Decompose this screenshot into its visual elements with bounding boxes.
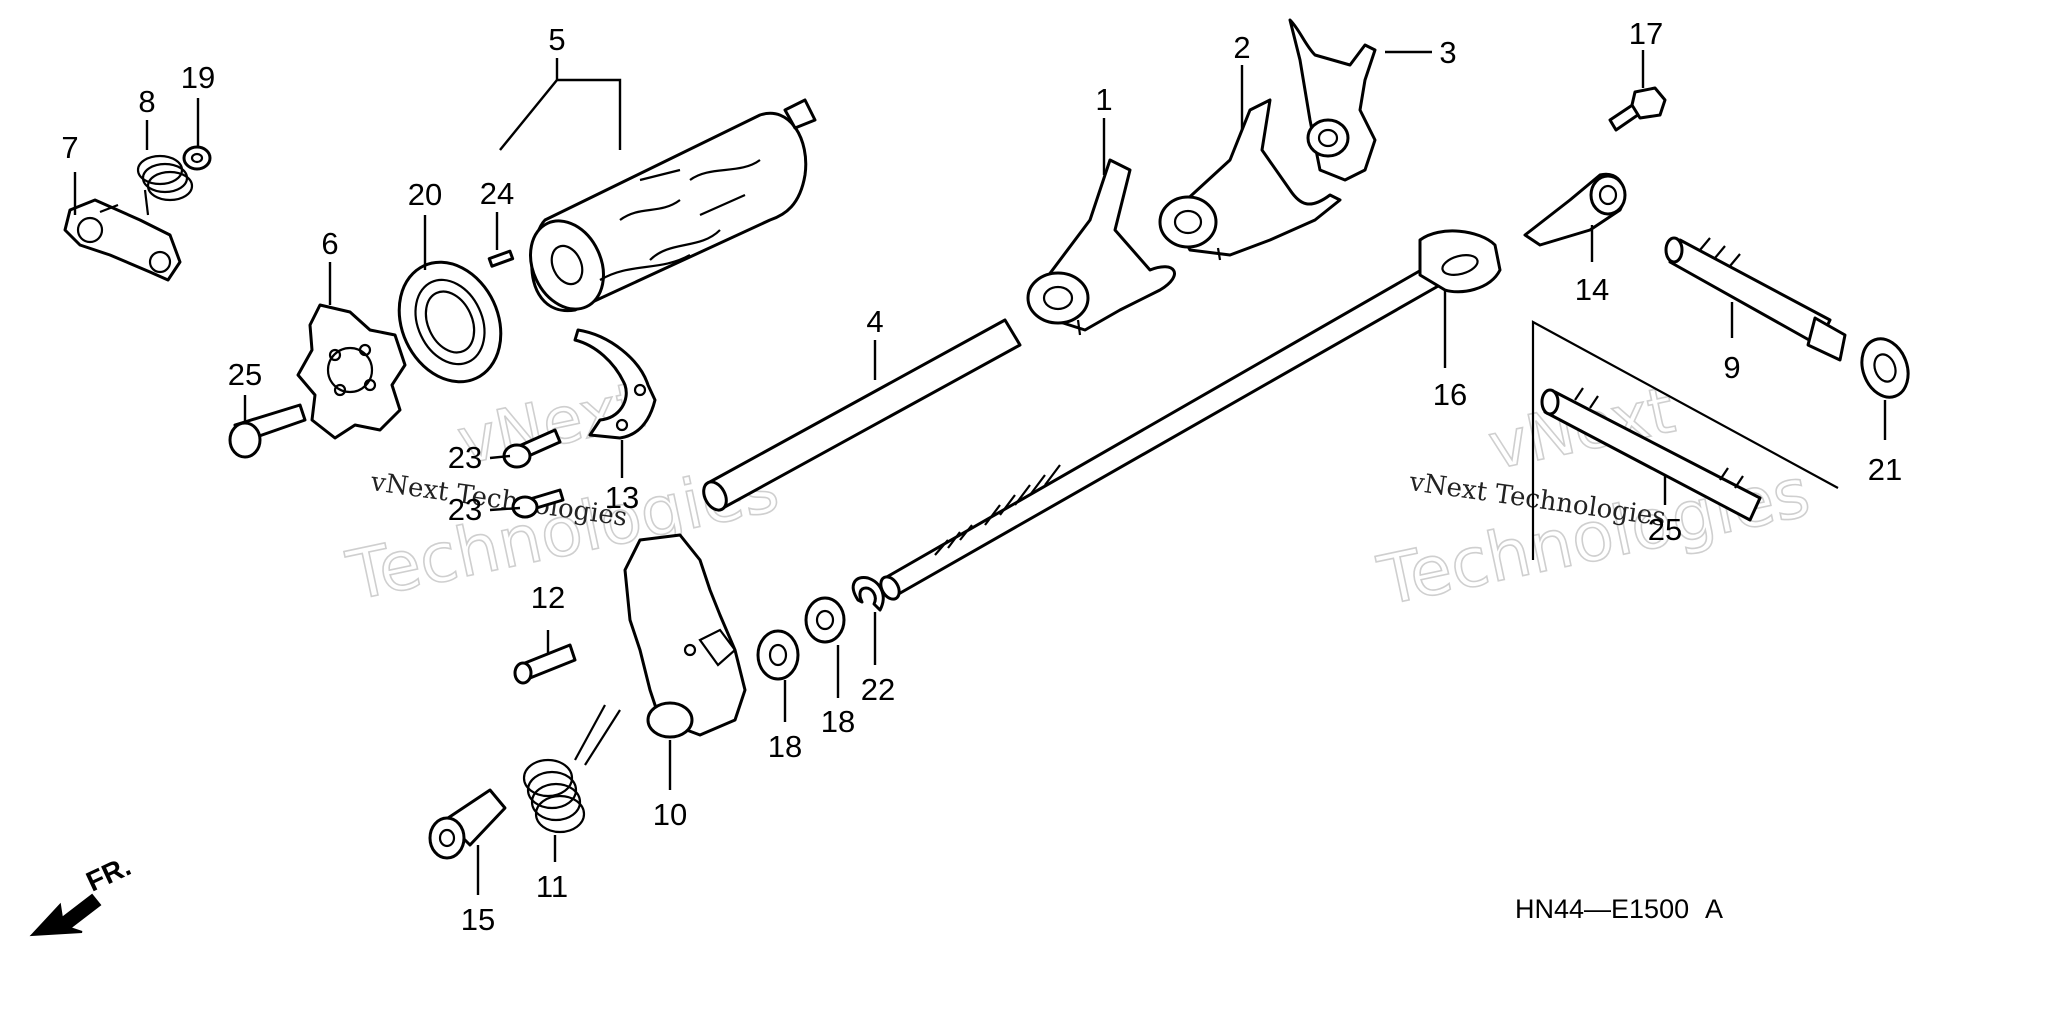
washer-18a bbox=[756, 629, 800, 681]
fork-shaft-4 bbox=[702, 318, 1022, 512]
shift-fork-3 bbox=[1288, 18, 1377, 182]
part-labels: 7 8 19 6 25 20 24 5 23 23 13 4 1 2 3 16 … bbox=[61, 16, 1902, 937]
label-part-15: 15 bbox=[461, 902, 495, 937]
collar-15 bbox=[428, 788, 507, 860]
front-label: FR. bbox=[81, 850, 135, 897]
star-plate bbox=[296, 303, 407, 440]
label-part-5: 5 bbox=[548, 22, 565, 57]
label-part-11: 11 bbox=[536, 869, 568, 904]
front-direction-indicator: FR. bbox=[29, 850, 135, 937]
label-part-19: 19 bbox=[181, 60, 215, 95]
front-arrow-icon bbox=[29, 893, 102, 937]
leader-lines bbox=[73, 50, 1887, 895]
label-part-8: 8 bbox=[138, 84, 155, 119]
bolt-17 bbox=[1608, 86, 1667, 132]
diagram-code-text: HN44—E1500 bbox=[1515, 894, 1689, 924]
label-part-18-a: 18 bbox=[768, 729, 802, 764]
shift-fork-2 bbox=[1158, 98, 1342, 261]
label-part-16: 16 bbox=[1433, 377, 1467, 412]
pin-12 bbox=[513, 643, 577, 685]
label-part-14: 14 bbox=[1575, 272, 1609, 307]
label-part-18-b: 18 bbox=[821, 704, 855, 739]
label-part-3: 3 bbox=[1439, 35, 1456, 70]
label-part-24: 24 bbox=[480, 176, 514, 211]
label-part-2: 2 bbox=[1233, 30, 1250, 65]
return-spring-11 bbox=[522, 704, 621, 834]
label-part-10: 10 bbox=[653, 797, 687, 832]
shift-spindle-16 bbox=[879, 229, 1502, 601]
guide-plate-13 bbox=[573, 328, 657, 440]
label-part-25-left: 25 bbox=[228, 357, 262, 392]
washer-19 bbox=[182, 145, 212, 171]
shaft-25-right bbox=[1540, 387, 1762, 522]
dowel-pin-24 bbox=[487, 249, 515, 268]
label-part-21: 21 bbox=[1868, 452, 1902, 487]
assembly-bracket bbox=[1531, 320, 1839, 560]
label-part-4: 4 bbox=[866, 304, 883, 339]
label-part-9: 9 bbox=[1723, 350, 1740, 385]
bolt-23-upper bbox=[502, 428, 562, 469]
label-part-13: 13 bbox=[605, 480, 639, 515]
label-part-17: 17 bbox=[1629, 16, 1663, 51]
washer-18b bbox=[804, 596, 846, 644]
label-part-22: 22 bbox=[861, 672, 895, 707]
label-part-6: 6 bbox=[321, 226, 338, 261]
label-part-25-right: 25 bbox=[1648, 512, 1682, 547]
shaft-9 bbox=[1664, 236, 1847, 362]
stopper-spring bbox=[136, 154, 194, 216]
stopper-arm bbox=[63, 198, 182, 282]
diagram-code: HN44—E1500 A bbox=[1515, 894, 1723, 924]
label-part-12: 12 bbox=[531, 580, 565, 615]
shift-arm-14 bbox=[1523, 172, 1627, 247]
circlip-22 bbox=[851, 575, 885, 612]
bolt-25-left bbox=[228, 403, 307, 459]
shift-drum bbox=[529, 98, 817, 313]
shift-fork-1 bbox=[1026, 158, 1176, 336]
shift-plate-10 bbox=[623, 533, 747, 739]
oil-seal-21 bbox=[1860, 337, 1910, 399]
bolt-23-lower bbox=[511, 488, 565, 519]
diagram-code-suffix: A bbox=[1705, 894, 1723, 924]
label-part-1: 1 bbox=[1095, 82, 1112, 117]
label-part-23-lower: 23 bbox=[448, 492, 482, 527]
label-part-20: 20 bbox=[408, 177, 442, 212]
label-part-23-upper: 23 bbox=[448, 440, 482, 475]
bearing-20 bbox=[397, 260, 503, 384]
label-part-7: 7 bbox=[61, 130, 78, 165]
